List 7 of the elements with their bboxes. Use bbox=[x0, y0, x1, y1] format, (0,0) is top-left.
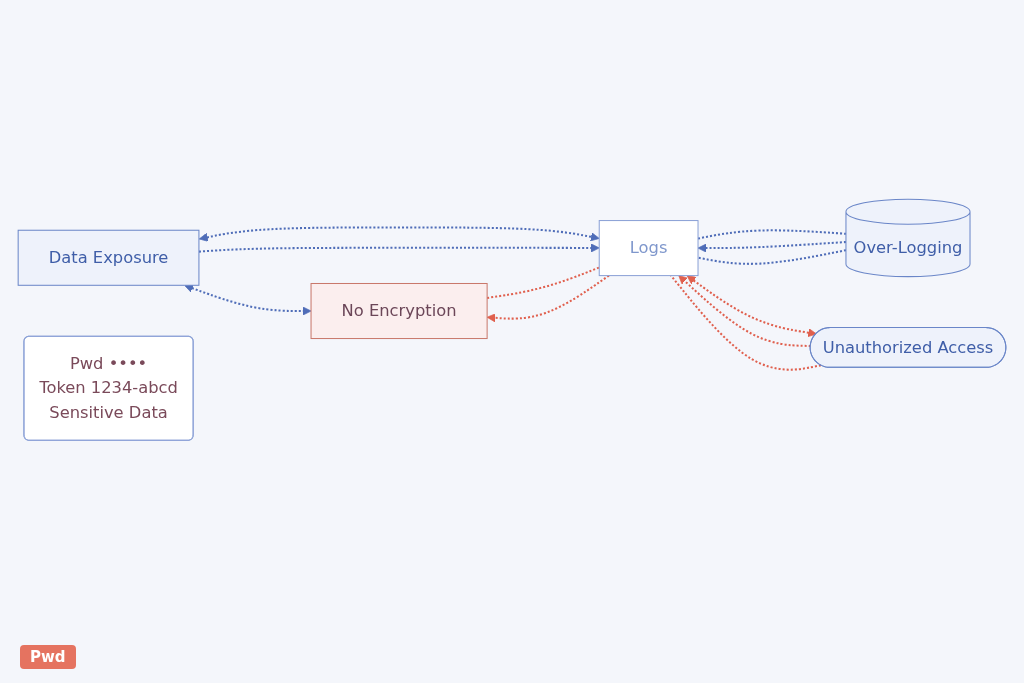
arrow bbox=[184, 284, 312, 316]
arrow bbox=[198, 226, 600, 242]
node-box: Data Exposure bbox=[17, 230, 200, 287]
node-box: Logs bbox=[598, 220, 699, 277]
password-badge: Pwd bbox=[20, 645, 76, 669]
arrow bbox=[686, 275, 817, 338]
node-box: No Encryption bbox=[310, 283, 488, 340]
